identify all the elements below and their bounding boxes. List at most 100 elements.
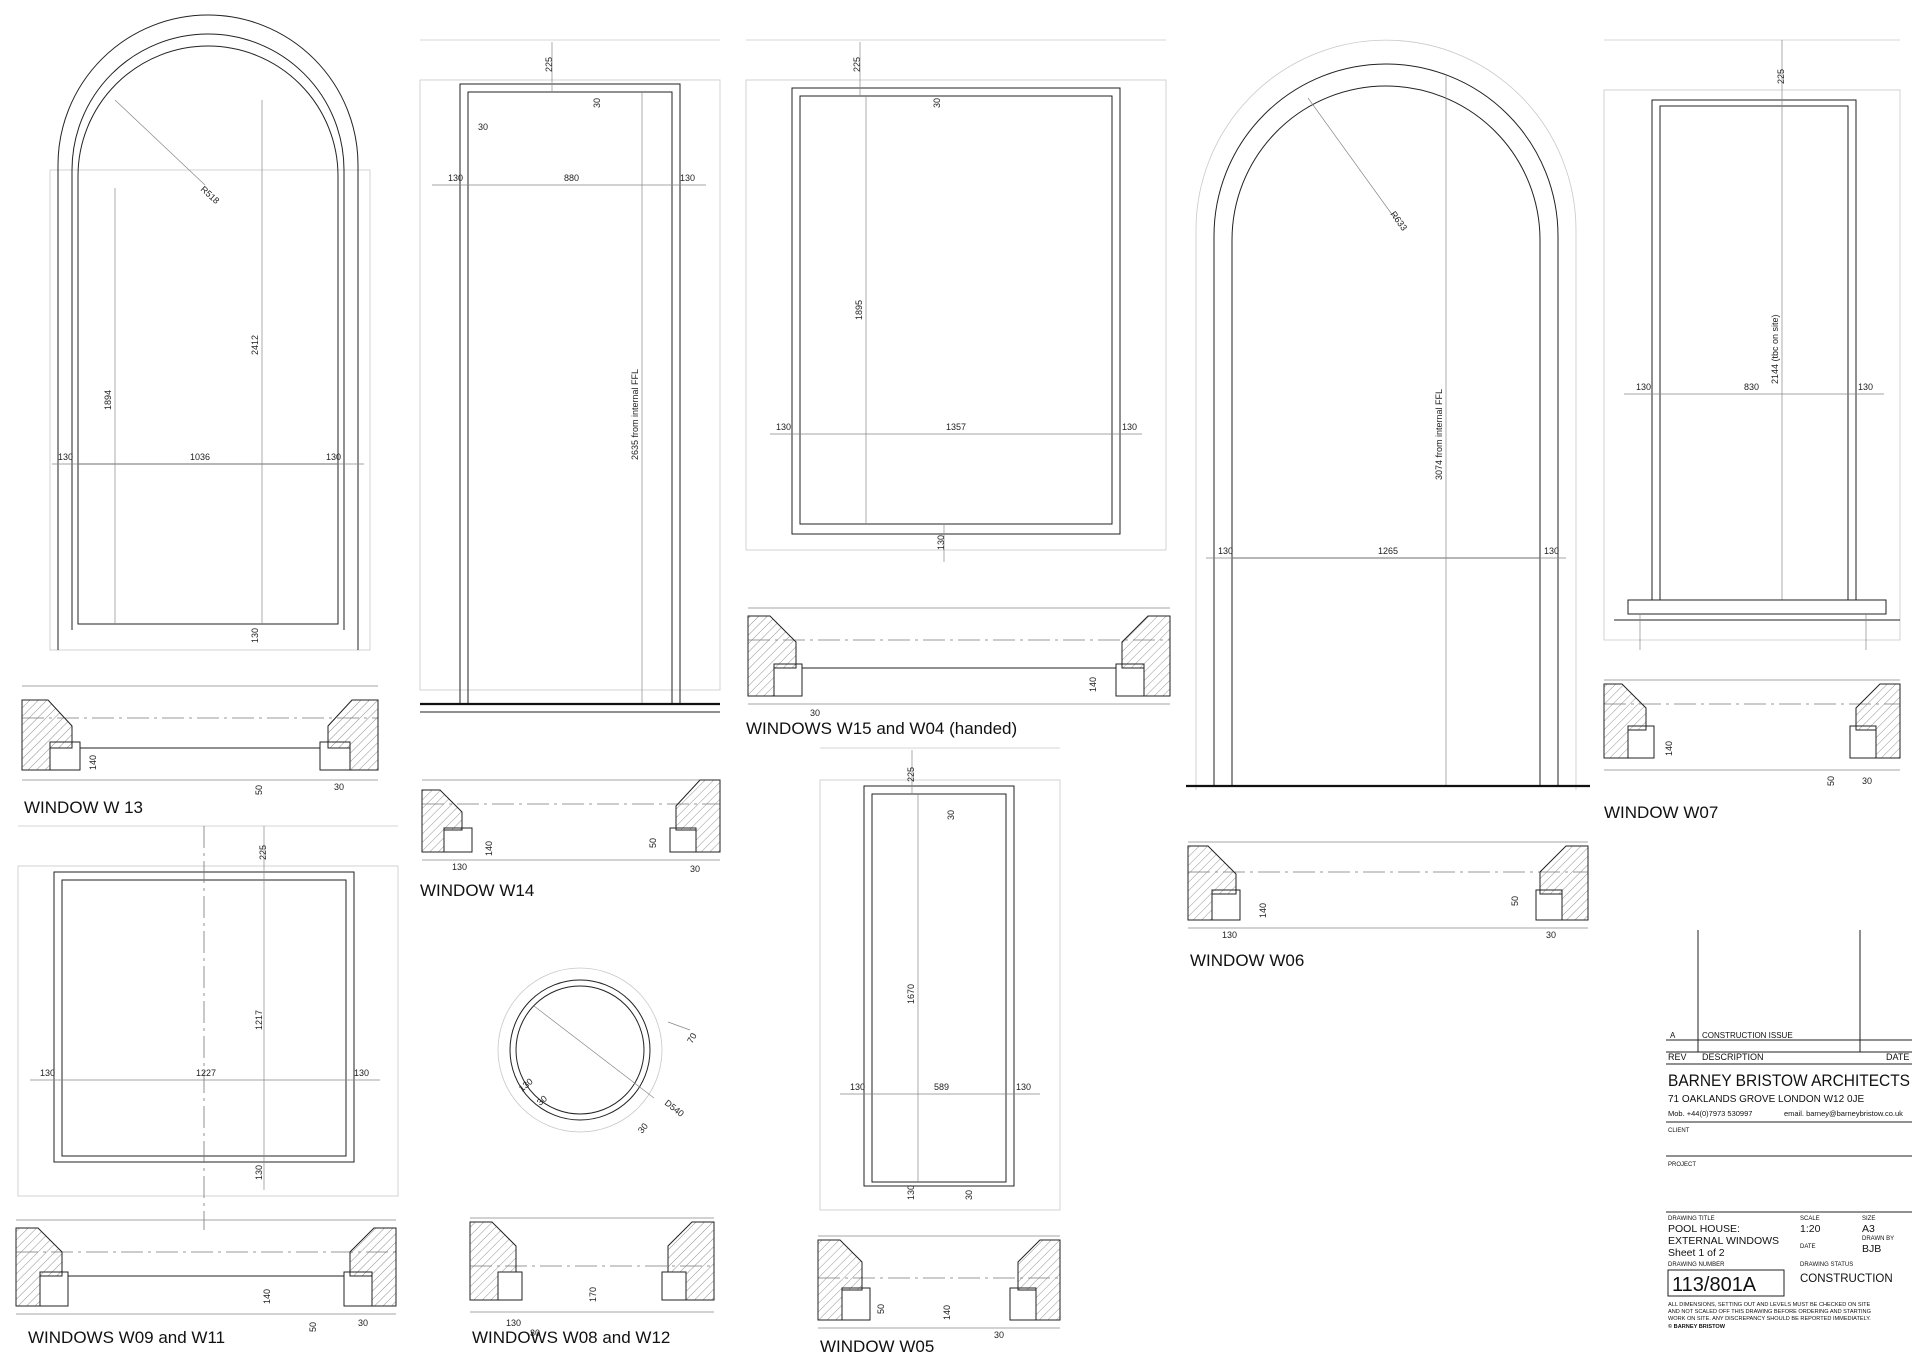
project-header: PROJECT	[1668, 1162, 1696, 1168]
w14-dim-jamb-right: 130	[680, 173, 695, 183]
w14-section: 140 130 50 30 WINDOW W14	[420, 779, 721, 900]
w05-dim-height: 1670	[906, 984, 916, 1004]
w06-label: WINDOW W06	[1190, 951, 1304, 970]
w13-elevation: R518 130 1036 130 2412 1894 130	[49, 14, 371, 651]
w09-dim-sill: 130	[254, 1165, 264, 1180]
note-line-1: ALL DIMENSIONS, SETTING OUT AND LEVELS M…	[1668, 1302, 1871, 1308]
w14-dim-head: 225	[544, 57, 554, 72]
w14-label: WINDOW W14	[420, 881, 534, 900]
w08-w12-section: 170 130 30 WINDOWS W08 and W12	[469, 1217, 715, 1347]
w06-sec-50: 50	[1510, 896, 1520, 906]
w09-w11-elevation: 225 130 1227 130 1217 130	[17, 825, 399, 1230]
w15-dim-jamb-right: 130	[1122, 422, 1137, 432]
copyright: © BARNEY BRISTOW	[1668, 1323, 1726, 1330]
w09-sec-140: 140	[262, 1289, 272, 1304]
w05-sec-50: 50	[876, 1304, 886, 1314]
w15-dim-sill: 130	[936, 535, 946, 550]
w06-section: 140 130 50 30 WINDOW W06	[1187, 841, 1589, 970]
w07-dim-width: 830	[1744, 382, 1759, 392]
note-line-3: WORK ON SITE. ANY DISCREPANCY SHOULD BE …	[1668, 1316, 1871, 1322]
firm-address: 71 OAKLANDS GROVE LONDON W12 0JE	[1668, 1094, 1865, 1105]
w07-section: 140 50 30 WINDOW W07	[1603, 679, 1901, 822]
w08-sec-30: 30	[530, 1328, 540, 1338]
size-value: A3	[1862, 1223, 1875, 1235]
w09-sec-30: 30	[358, 1318, 368, 1328]
w08-dim-dia: D540	[663, 1098, 686, 1119]
w09-dim-width: 1227	[196, 1068, 216, 1078]
w09-dim-jamb-right: 130	[354, 1068, 369, 1078]
w07-elevation: 225 130 830 130 2144 (tbc on site)	[1603, 39, 1901, 650]
drawing-title-line1: POOL HOUSE:	[1668, 1223, 1740, 1235]
w09-w11-label: WINDOWS W09 and W11	[28, 1328, 225, 1347]
date-header-2: DATE	[1800, 1244, 1816, 1250]
w15-sec-30: 30	[810, 708, 820, 718]
w15-dim-jamb-left: 130	[776, 422, 791, 432]
w13-sec-30: 30	[334, 782, 344, 792]
w15-sec-140: 140	[1088, 677, 1098, 692]
note-line-2: AND NOT SCALED OFF THIS DRAWING BEFORE O…	[1668, 1309, 1871, 1315]
date-header: DATE	[1886, 1052, 1909, 1062]
w14-dim-width: 880	[564, 173, 579, 183]
drawing-status-header: DRAWING STATUS	[1800, 1262, 1853, 1268]
w13-sec-50: 50	[254, 785, 264, 795]
w14-sec-50: 50	[648, 838, 658, 848]
w13-dim-radius: R518	[199, 184, 222, 206]
w14-sec-130: 130	[452, 862, 467, 872]
w08-dim-frame-a: 30	[535, 1093, 549, 1107]
w06-dim-jamb-left: 130	[1218, 546, 1233, 556]
w06-dim-width: 1265	[1378, 546, 1398, 556]
w09-w11-section: 140 50 30 WINDOWS W09 and W11	[15, 1219, 397, 1347]
w13-section: 140 50 30 WINDOW W 13	[21, 685, 379, 817]
w13-dim-height-spring: 1894	[103, 390, 113, 410]
drawing-number-header: DRAWING NUMBER	[1668, 1262, 1725, 1268]
w07-sec-140: 140	[1664, 741, 1674, 756]
w08-sec-170: 170	[588, 1287, 598, 1302]
title-block: A CONSTRUCTION ISSUE REV DESCRIPTION DAT…	[1666, 930, 1912, 1330]
w14-dim-jamb-left: 130	[448, 173, 463, 183]
w15-w04-elevation: 225 30 130 1357 130 1895 130	[745, 39, 1167, 562]
w15-dim-height: 1895	[854, 300, 864, 320]
scale-value: 1:20	[1800, 1223, 1821, 1235]
w05-section: 50 140 30 WINDOW W05	[817, 1235, 1061, 1356]
w06-dim-jamb-right: 130	[1544, 546, 1559, 556]
drawing-title-line3: Sheet 1 of 2	[1668, 1247, 1725, 1259]
w05-dim-head: 225	[906, 767, 916, 782]
size-header: SIZE	[1862, 1216, 1875, 1222]
w14-sec-140: 140	[484, 841, 494, 856]
drawing-status: CONSTRUCTION	[1800, 1273, 1893, 1285]
w05-dim-jamb-right: 130	[1016, 1082, 1031, 1092]
w05-dim-frame-bottom: 30	[964, 1190, 974, 1200]
w15-dim-frame-top: 30	[932, 98, 942, 108]
w13-dim-jamb-right: 130	[326, 452, 341, 462]
drawn-by-value: BJB	[1862, 1243, 1881, 1255]
w13-dim-jamb-left: 130	[58, 452, 73, 462]
w15-w04-label: WINDOWS W15 and W04 (handed)	[746, 719, 1017, 738]
w14-sec-30: 30	[690, 864, 700, 874]
w14-dim-frame-side: 30	[478, 122, 488, 132]
w07-sec-50: 50	[1826, 776, 1836, 786]
w09-dim-jamb-left: 130	[40, 1068, 55, 1078]
w06-dim-radius: R633	[1388, 209, 1409, 232]
w08-w12-label: WINDOWS W08 and W12	[472, 1328, 670, 1347]
scale-header: SCALE	[1800, 1216, 1820, 1222]
drawing-number: 113/801A	[1672, 1274, 1757, 1296]
w13-dim-width: 1036	[190, 452, 210, 462]
w08-dim-surround: 130	[517, 1076, 535, 1093]
w06-sec-140: 140	[1258, 903, 1268, 918]
w08-w12-elevation: D540 130 30 30 70	[497, 967, 699, 1135]
w07-sec-30: 30	[1862, 776, 1872, 786]
w06-sec-30: 30	[1546, 930, 1556, 940]
w15-w04-section: 140 30 WINDOWS W15 and W04 (handed)	[746, 607, 1171, 738]
w05-sec-140: 140	[942, 1305, 952, 1320]
w06-sec-130: 130	[1222, 930, 1237, 940]
w05-elevation: 225 30 130 589 130 1670 130 30	[819, 747, 1061, 1211]
w06-elevation: R633 130 1265 130 3074 from internal FFL	[1186, 39, 1590, 790]
rev-description: CONSTRUCTION ISSUE	[1702, 1031, 1793, 1040]
w05-dim-width: 589	[934, 1082, 949, 1092]
w07-dim-jamb-right: 130	[1858, 382, 1873, 392]
rev-letter: A	[1670, 1031, 1676, 1040]
w14-elevation: 225 30 30 130 880 130 2635 from internal…	[419, 39, 721, 713]
w14-dim-height: 2635 from internal FFL	[630, 369, 640, 460]
w07-dim-height: 2144 (tbc on site)	[1770, 314, 1780, 384]
firm-email: email. barney@barneybristow.co.uk	[1784, 1109, 1903, 1118]
